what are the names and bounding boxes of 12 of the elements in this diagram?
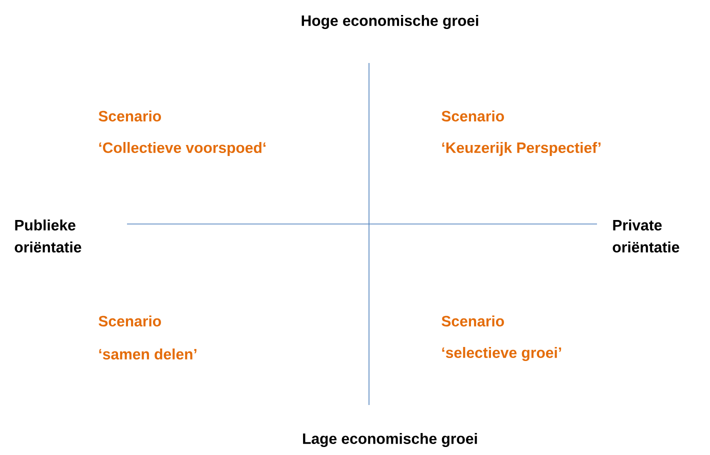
scenario-name: ‘Collectieve voorspoed‘ (99, 142, 266, 156)
axis-label: Hoge economische groei (302, 14, 478, 30)
scenario-label: Scenario (442, 110, 504, 122)
scenario-name: ‘selectieve groei’ (442, 346, 562, 362)
axis-label: Lage economische groei (303, 432, 477, 448)
scenario-name: ‘Keuzerijk Perspectief’ (442, 142, 600, 156)
scenario-label: Scenario (442, 315, 504, 326)
axis-label: Private oriëntatie (612, 220, 680, 252)
axis-label: Publieke oriëntatie (14, 220, 82, 252)
scenario-name: ‘samen delen’ (99, 348, 196, 360)
scenario-label: Scenario (98, 315, 161, 326)
scenario-label: Scenario (98, 110, 161, 122)
